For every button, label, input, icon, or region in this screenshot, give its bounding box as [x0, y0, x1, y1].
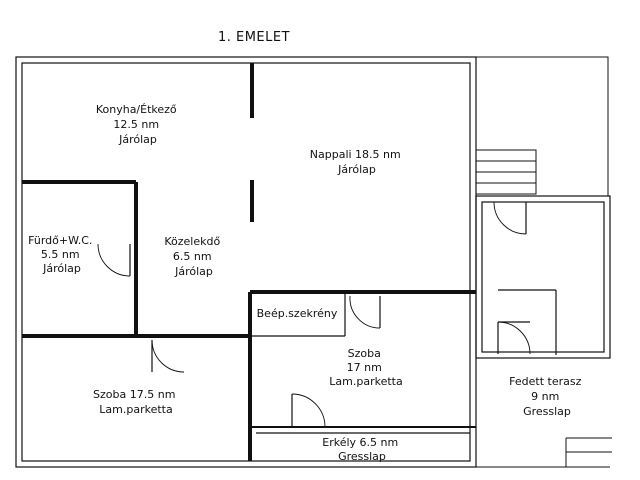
room-label-kozlekedo: Közelekdő 6.5 nm Járólap [164, 235, 223, 278]
exterior-outline [476, 56, 610, 468]
door-szoba-left [151, 339, 185, 373]
room-label-szoba-left: Szoba 17.5 nm Lam.parketta [93, 388, 179, 416]
interior-walls [22, 63, 612, 467]
outer-walls [15, 56, 477, 468]
plan-title: 1. EMELET [218, 30, 290, 45]
room-label-nappali: Nappali 18.5 nm Járólap [310, 148, 404, 176]
stairs [475, 149, 537, 195]
room-label-terasz: Fedett terasz 9 nm Gresslap [509, 375, 585, 418]
door-terrace-lower [497, 321, 531, 355]
door-szoba-right [349, 295, 381, 329]
room-label-beep: Beép.szekrény [257, 307, 338, 320]
door-terrace-top [493, 201, 527, 235]
room-label-erkely: Erkély 6.5 nm Gresslap [322, 436, 401, 463]
room-label-szoba-right: Szoba 17 nm Lam.parketta [329, 347, 402, 388]
door-erkely [291, 393, 326, 428]
room-label-konyha: Konyha/Étkező 12.5 nm Járólap [96, 103, 180, 146]
door-bathroom [97, 243, 131, 277]
terrace-walls [475, 195, 611, 359]
room-label-furdo: Fürdő+W.C. 5.5 nm Járólap [28, 234, 96, 275]
